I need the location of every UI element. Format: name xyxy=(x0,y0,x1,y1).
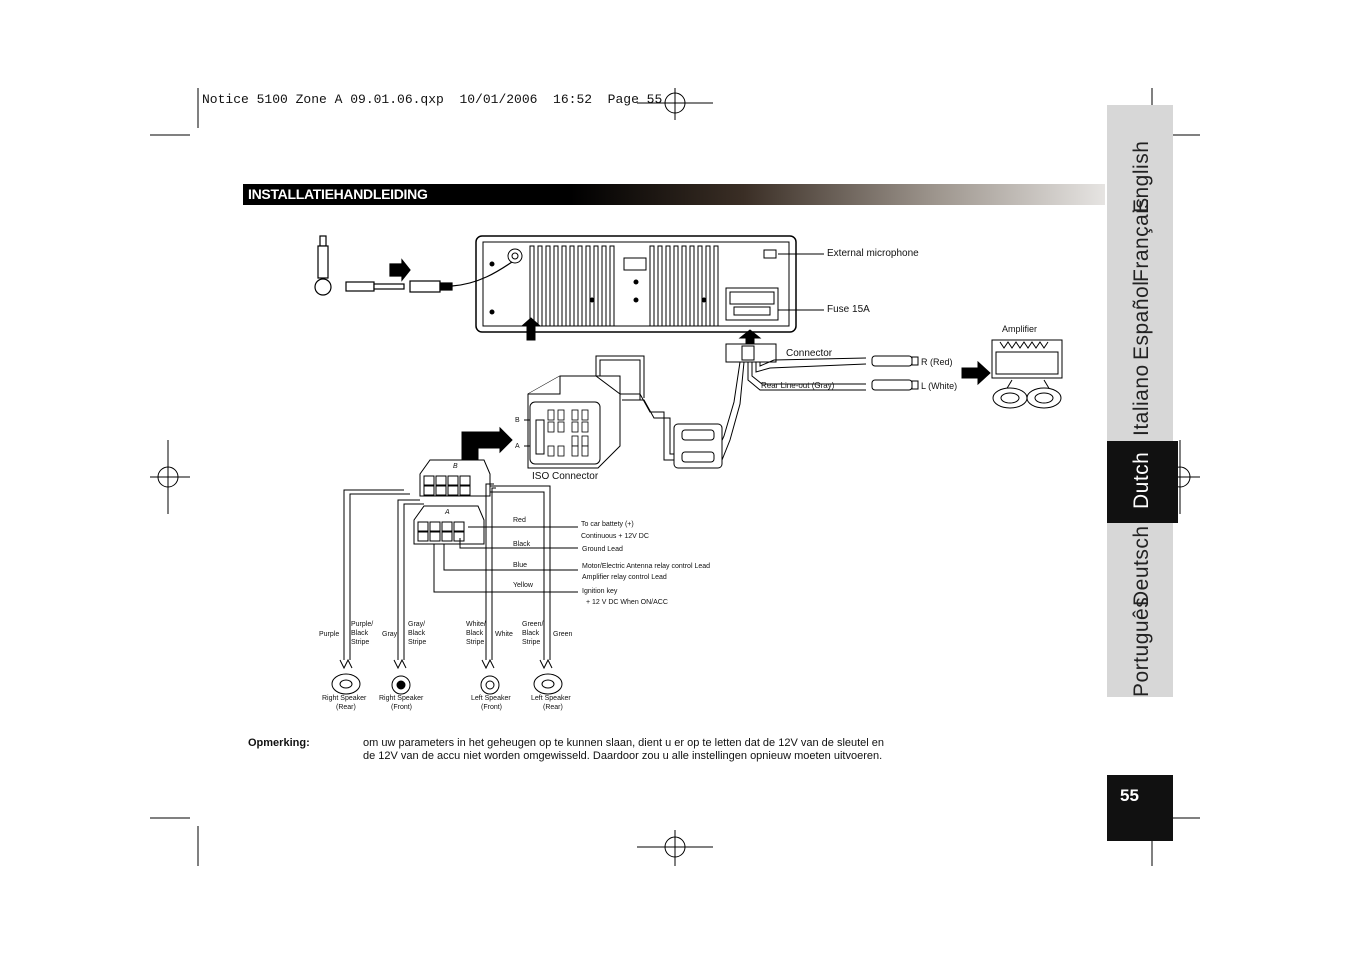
antenna-icon xyxy=(314,235,513,296)
label-wire-purple: Purple xyxy=(319,631,340,638)
rear-connector xyxy=(725,329,919,391)
note-text: om uw parameters in het geheugen op te k… xyxy=(363,737,923,763)
label-wire-gray-black-1: Gray/ xyxy=(408,621,426,628)
label-connector: Connector xyxy=(786,348,833,359)
label-iso-a: A xyxy=(515,443,520,450)
label-external-microphone: External microphone xyxy=(827,248,919,259)
label-ignition-1: Ignition key xyxy=(582,588,618,595)
lang-dutch[interactable]: Dutch xyxy=(1130,451,1153,509)
label-plug-a: A xyxy=(445,509,450,516)
label-wire-green-black-1: Green/ xyxy=(522,621,544,628)
label-ground-lead: Ground Lead xyxy=(582,546,623,553)
lang-portugues[interactable]: Português xyxy=(1130,596,1153,697)
label-wire-white-black-2: Black xyxy=(466,630,484,637)
label-wire-white: White xyxy=(495,631,513,638)
section-title: INSTALLATIEHANDLEIDING xyxy=(248,186,428,202)
label-speaker-rf-1: Right Speaker xyxy=(379,695,424,702)
label-wire-gray-black-3: Stripe xyxy=(408,639,427,646)
label-wire-white-black-1: White/ xyxy=(466,621,486,628)
label-speaker-rr-2: (Rear) xyxy=(336,704,356,711)
label-fuse: Fuse 15A xyxy=(827,304,870,315)
label-wire-gray-black-2: Black xyxy=(408,630,426,637)
crop-marks xyxy=(150,88,1200,866)
label-wire-green: Green xyxy=(553,631,573,638)
page-number-box xyxy=(1107,775,1173,841)
note-label: Opmerking: xyxy=(248,737,310,749)
print-slug: Notice 5100 Zone A 09.01.06.qxp 10/01/20… xyxy=(202,92,663,107)
label-r-red: R (Red) xyxy=(921,357,953,367)
label-wire-gray: Gray xyxy=(382,631,398,638)
label-speaker-lr-2: (Rear) xyxy=(543,704,563,711)
label-speaker-rr-1: Right Speaker xyxy=(322,695,367,702)
lang-espanol[interactable]: Español xyxy=(1130,280,1153,360)
lang-english[interactable]: English xyxy=(1130,140,1153,213)
amplifier-icon xyxy=(961,339,1063,409)
head-unit-rear xyxy=(475,235,824,341)
label-wire-green-black-3: Stripe xyxy=(522,639,541,646)
label-wire-blue: Blue xyxy=(513,562,528,569)
label-speaker-rf-2: (Front) xyxy=(391,704,412,711)
label-wire-green-black-2: Black xyxy=(522,630,540,637)
label-wire-purple-black-2: Black xyxy=(351,630,369,637)
label-iso-b: B xyxy=(515,417,520,424)
lang-deutsch[interactable]: Deutsch xyxy=(1130,525,1153,606)
harness-plugs xyxy=(413,459,491,545)
cable-bundle xyxy=(595,355,745,469)
note-line-2: de 12V van de accu niet worden omgewisse… xyxy=(363,750,883,762)
speakers xyxy=(331,658,563,695)
label-car-battery-1: To car battety (+) xyxy=(581,521,634,528)
label-wire-yellow: Yellow xyxy=(513,582,533,589)
label-speaker-lr-1: Left Speaker xyxy=(531,695,571,702)
label-iso-connector: ISO Connector xyxy=(532,471,599,482)
label-wire-purple-black-1: Purple/ xyxy=(351,621,374,628)
language-active-tab xyxy=(1107,441,1178,523)
language-strip xyxy=(1107,105,1173,697)
label-ignition-2: + 12 V DC When ON/ACC xyxy=(586,599,668,606)
label-speaker-lf-2: (Front) xyxy=(481,704,502,711)
label-speaker-lf-1: Left Speaker xyxy=(471,695,511,702)
label-rear-line-out: Rear Line-out (Gray) xyxy=(761,381,835,390)
label-wire-white-black-3: Stripe xyxy=(466,639,485,646)
label-car-battery-2: Continuous + 12V DC xyxy=(581,533,649,540)
label-motor-lead: Motor/Electric Antenna relay control Lea… xyxy=(582,563,711,570)
wires xyxy=(343,483,578,660)
label-amplifier: Amplifier xyxy=(1002,324,1038,334)
label-wire-purple-black-3: Stripe xyxy=(351,639,370,646)
page-number: 55 xyxy=(1120,786,1139,805)
lang-italiano[interactable]: Italiano xyxy=(1130,364,1153,436)
label-l-white: L (White) xyxy=(921,381,958,391)
label-wire-red: Red xyxy=(513,517,526,524)
note-line-1: om uw parameters in het geheugen op te k… xyxy=(363,737,885,749)
label-amp-lead: Amplifier relay control Lead xyxy=(582,574,667,581)
label-wire-black: Black xyxy=(513,541,531,548)
label-plug-b: B xyxy=(453,463,458,470)
iso-connector-icon xyxy=(461,375,621,469)
section-header-bar xyxy=(243,184,1105,205)
